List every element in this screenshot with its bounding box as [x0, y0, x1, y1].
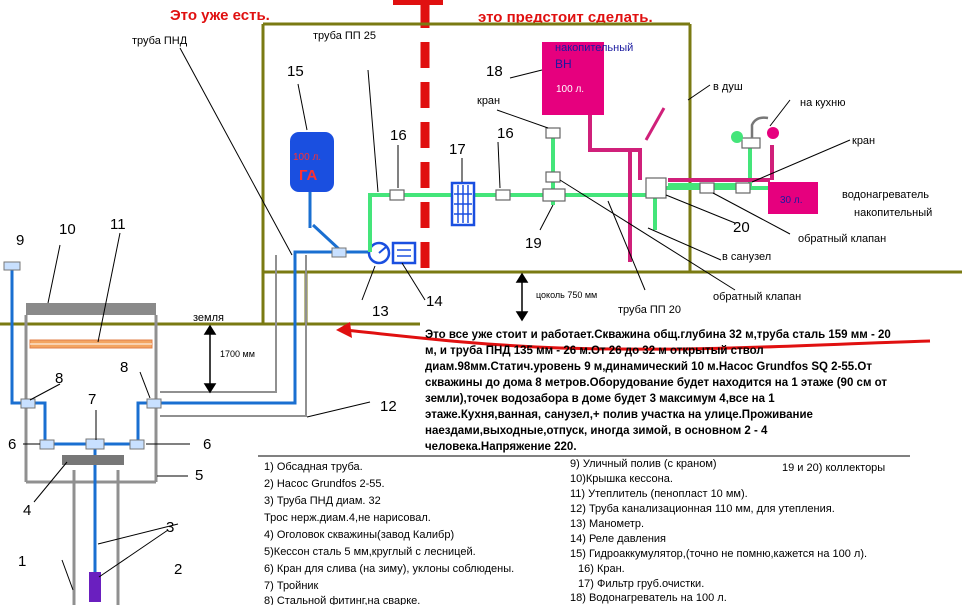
num-7: 7: [88, 391, 96, 408]
num-10: 10: [59, 221, 76, 238]
num-18: 18: [486, 63, 503, 80]
legend-item: 9) Уличный полив (с краном): [570, 458, 717, 470]
divider-top: [393, 0, 443, 5]
num-8b: 8: [120, 359, 128, 376]
legend-item: 5)Кессон сталь 5 мм,круглый с лесницей.: [264, 546, 476, 558]
num-9: 9: [16, 232, 24, 249]
num-6b: 6: [203, 436, 211, 453]
accumulator-volume: 100 л.: [293, 152, 321, 163]
kitchen-tap-hot: [767, 127, 779, 139]
legend-item: 17) Фильтр груб.очистки.: [578, 578, 704, 590]
legend-item: 13) Манометр.: [570, 518, 644, 530]
num-12: 12: [380, 398, 397, 415]
pink-pipes: [588, 115, 774, 262]
num-4: 4: [23, 502, 31, 519]
label-pipe-pp25: труба ПП 25: [313, 30, 376, 42]
house-walls: [261, 22, 962, 324]
num-19: 19: [525, 235, 542, 252]
desc-line: скважины до дома 8 метров.Оборудование б…: [425, 377, 887, 389]
legend-item: 11) Утеплитель (пенопласт 10 мм).: [570, 488, 748, 500]
num-15: 15: [287, 63, 304, 80]
num-5: 5: [195, 467, 203, 484]
legend-item: 7) Тройник: [264, 580, 319, 592]
red-arrow: [344, 328, 931, 351]
description: Это все уже стоит и работает.Скважина об…: [425, 329, 891, 453]
storage-heater-text3: 100 л.: [556, 84, 584, 95]
storage-heater-icon: [542, 42, 604, 115]
label-pipe-pnd: труба ПНД: [132, 35, 188, 47]
label-shower: в душ: [713, 81, 743, 93]
legend-item: 3) Труба ПНД диам. 32: [264, 495, 381, 507]
label-depth: 1700 мм: [220, 349, 255, 359]
legend-col1: 1) Обсадная труба. 2) Насос Grundfos 2-5…: [264, 461, 514, 605]
pump-icon: [89, 572, 101, 602]
legend-item: 10)Крышка кессона.: [570, 473, 673, 485]
legend-item: 6) Кран для слива (на зиму), уклоны собл…: [264, 563, 514, 575]
num-17: 17: [449, 141, 466, 158]
desc-line: м, и труба ПНД 135 мм - 26 м.От 26 до 32…: [425, 345, 764, 357]
num-8a: 8: [55, 370, 63, 387]
small-heater-icon: [768, 182, 818, 214]
sewer-pipe: [160, 255, 307, 417]
label-bathroom: в санузел: [722, 251, 771, 263]
legend-col2: 9) Уличный полив (с краном) 10)Крышка ке…: [570, 458, 867, 604]
legend-item: 14) Реле давления: [570, 533, 666, 545]
green-fittings: [389, 127, 761, 202]
desc-line: человека.Напряжение 220.: [425, 441, 577, 453]
label-pipe-pp20: труба ПП 20: [618, 304, 681, 316]
legend-item: 16) Кран.: [578, 563, 625, 575]
desc-line: Это все уже стоит и работает.Скважина об…: [425, 329, 891, 341]
legend-item: 2) Насос Grundfos 2-55.: [264, 478, 385, 490]
filter-icon: [450, 181, 476, 227]
dimension-arrows: [203, 272, 529, 394]
well-casing: [62, 455, 124, 605]
legend-item: 18) Водонагреватель на 100 л.: [570, 592, 727, 604]
desc-line: наездами,выходные,отпуск, иногда зимой, …: [425, 425, 768, 437]
label-heater-2: накопительный: [854, 207, 932, 219]
num-6a: 6: [8, 436, 16, 453]
num-16a: 16: [390, 127, 407, 144]
leader-lines: [23, 69, 851, 591]
num-13: 13: [372, 303, 389, 320]
desc-line: диам.98мм.Статич.уровень 9 м,динамически…: [425, 361, 872, 373]
label-check-valve-2: обратный клапан: [713, 291, 801, 303]
legend-item: 12) Труба канализационная 110 мм, для ут…: [570, 503, 835, 515]
heading-todo: это предстоит сделать.: [478, 9, 653, 26]
accumulator-label: ГА: [299, 167, 318, 184]
legend-item: 1) Обсадная труба.: [264, 461, 363, 473]
storage-heater-text2: ВН: [555, 57, 572, 71]
desc-line: земли),точек водозабора в доме будет 3 м…: [425, 393, 775, 405]
num-16b: 16: [497, 125, 514, 142]
heading-existing: Это уже есть.: [170, 7, 270, 24]
num-20: 20: [733, 219, 750, 236]
pressure-relay-icon: [391, 241, 417, 265]
label-heater-1: водонагреватель: [842, 189, 929, 201]
accumulator-icon: [290, 132, 334, 192]
num-11: 11: [110, 216, 126, 233]
small-heater-label: 30 л.: [780, 195, 803, 206]
fittings: [3, 247, 347, 450]
label-tap-top: кран: [477, 95, 500, 107]
legend-collectors: 19 и 20) коллекторы: [782, 462, 885, 474]
desc-line: этаже.Кухня,ванная, санузел,+ полив учас…: [425, 409, 813, 421]
kitchen-tap-cold: [731, 131, 743, 143]
leader-pnd: [179, 47, 293, 256]
label-check-valve-1: обратный клапан: [798, 233, 886, 245]
legend-item: 15) Гидроаккумулятор,(точно не помню,каж…: [570, 548, 867, 560]
label-kitchen: на кухню: [800, 97, 846, 109]
num-1: 1: [18, 553, 26, 570]
num-3: 3: [166, 519, 174, 536]
num-14: 14: [426, 293, 443, 310]
label-tap-right: кран: [852, 135, 875, 147]
label-ground: земля: [193, 312, 224, 324]
storage-heater-text1: накопительный: [555, 42, 633, 54]
label-plinth: цоколь 750 мм: [536, 290, 597, 300]
legend-item: 4) Оголовок скважины(завод Калибр): [264, 529, 454, 541]
legend-item: Трос нерж.диам.4,не нарисовал.: [264, 512, 431, 524]
legend-item: 8) Стальной фитинг,на сварке.: [264, 595, 420, 605]
num-2: 2: [174, 561, 182, 578]
